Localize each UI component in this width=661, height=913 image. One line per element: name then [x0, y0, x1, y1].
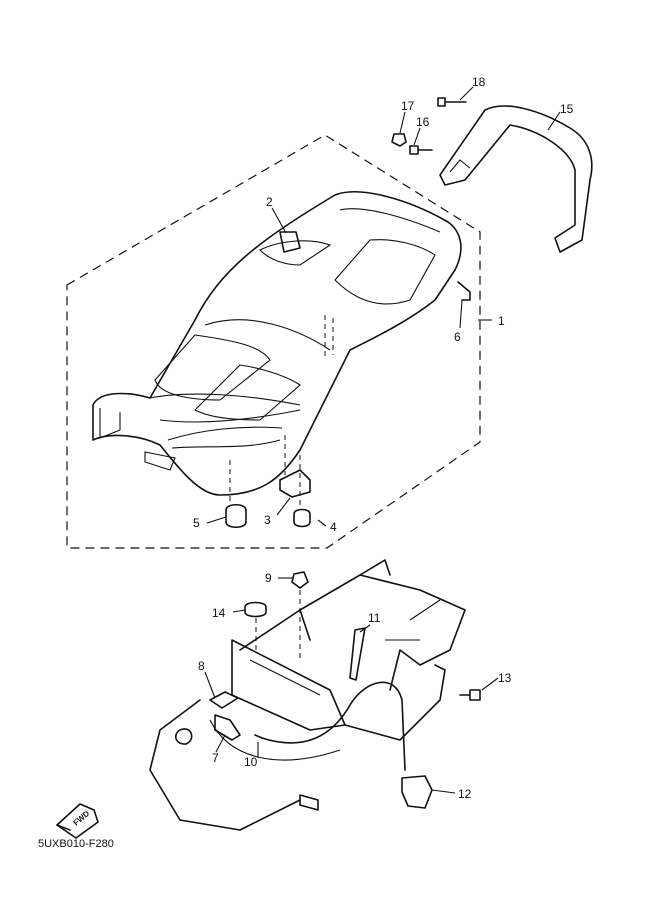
- part-number-4: 4: [330, 520, 337, 534]
- seat-lock-stay: [279, 231, 301, 253]
- part-number-18: 18: [472, 75, 486, 89]
- grab-bar: [439, 105, 593, 253]
- part-number-7: 7: [212, 751, 219, 765]
- seat: [92, 191, 462, 496]
- part-number-15: 15: [560, 102, 574, 116]
- part-number-5: 5: [193, 516, 200, 530]
- leader-lines: [204, 86, 561, 794]
- part-number-3: 3: [264, 513, 271, 527]
- part-number-8: 8: [198, 659, 205, 673]
- part-number-17: 17: [401, 99, 415, 113]
- bolt: [409, 145, 433, 155]
- hook-bracket: [214, 714, 241, 741]
- part-number-14: 14: [212, 606, 226, 620]
- part-number-2: 2: [266, 195, 273, 209]
- bracket: [279, 469, 311, 498]
- part-number-11: 11: [368, 611, 381, 625]
- part-number-9: 9: [265, 571, 272, 585]
- fwd-arrow-icon: FWD: [56, 803, 99, 839]
- damper-large: [225, 503, 247, 529]
- seat-lock: [401, 775, 433, 809]
- fwd-label: FWD: [72, 809, 92, 828]
- part-number-13: 13: [498, 671, 512, 685]
- part-number-16: 16: [416, 115, 430, 129]
- part-number-6: 6: [454, 330, 461, 344]
- part-number-1: 1: [498, 314, 505, 328]
- nut: [391, 133, 407, 147]
- damper: [244, 601, 267, 618]
- bolt: [459, 689, 481, 701]
- part-number-12: 12: [458, 787, 472, 801]
- diagram-code: 5UXB010-F280: [38, 838, 114, 850]
- cable-tie: [349, 627, 366, 681]
- seat-lock-cable: [261, 681, 406, 771]
- bolt: [437, 97, 467, 107]
- cable-end: [254, 734, 263, 739]
- part-number-10: 10: [244, 755, 258, 769]
- seat-assembly-boundary: [66, 134, 481, 549]
- plate: [209, 691, 239, 709]
- frame: [149, 559, 466, 831]
- damper: [293, 508, 311, 528]
- hook: [457, 281, 471, 301]
- nut: [291, 571, 309, 589]
